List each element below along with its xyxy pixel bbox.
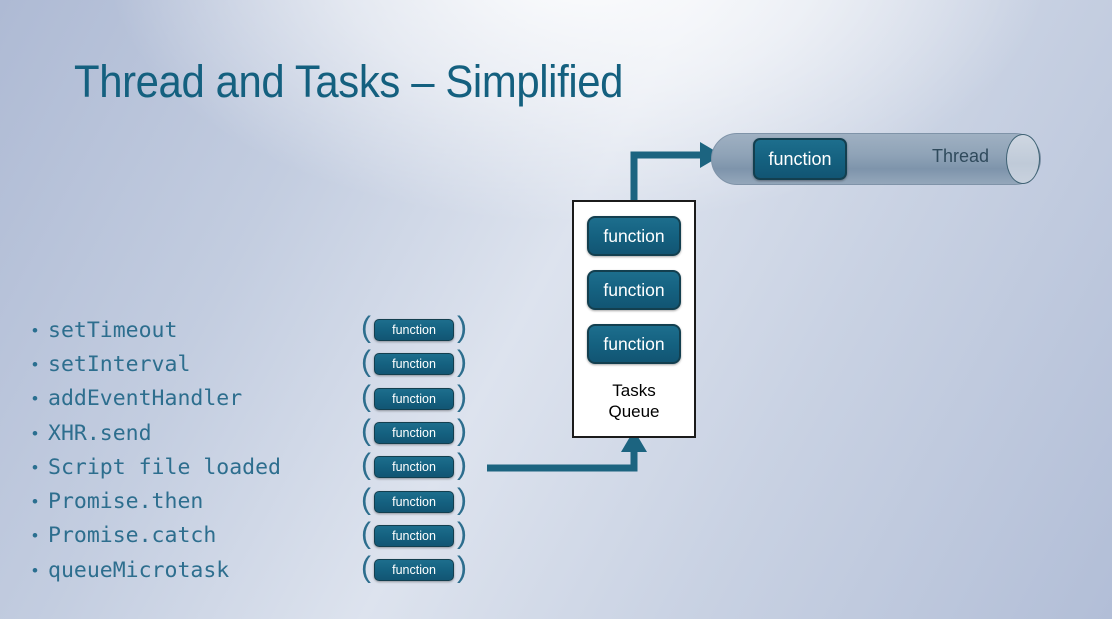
- list-item: • queueMicrotask ( function ): [32, 553, 502, 587]
- function-chip: function: [374, 387, 454, 410]
- list-item: • Script file loaded ( function ): [32, 450, 502, 484]
- function-chip: function: [374, 559, 454, 582]
- tasks-queue-label: Tasks Queue: [608, 380, 659, 423]
- list-item-label: addEventHandler: [48, 386, 243, 412]
- queue-task-chip: function: [587, 270, 681, 310]
- bullet-list: • setTimeout ( function ) • setInterval …: [32, 313, 502, 587]
- list-item-label: queueMicrotask: [48, 557, 230, 583]
- event-to-queue-arrow-line: [487, 452, 638, 472]
- function-chip: function: [374, 319, 454, 342]
- list-item: • XHR.send ( function ): [32, 416, 502, 450]
- list-item: • Promise.then ( function ): [32, 484, 502, 518]
- list-item-label: Promise.catch: [48, 523, 217, 549]
- open-paren: (: [361, 311, 371, 345]
- queue-to-thread-arrow-line: [630, 151, 700, 200]
- tasks-queue-box: function function function Tasks Queue: [572, 200, 696, 438]
- close-paren: ): [457, 516, 467, 550]
- function-chip: function: [374, 422, 454, 445]
- bullet-marker: •: [32, 423, 38, 443]
- list-item: • setTimeout ( function ): [32, 313, 502, 347]
- bullet-marker: •: [32, 560, 38, 580]
- close-paren: ): [457, 311, 467, 345]
- bullet-marker: •: [32, 320, 38, 340]
- close-paren: ): [457, 345, 467, 379]
- page-title: Thread and Tasks – Simplified: [74, 56, 624, 107]
- close-paren: ): [457, 414, 467, 448]
- thread-label: Thread: [931, 146, 989, 166]
- open-paren: (: [361, 379, 371, 413]
- close-paren: ): [457, 379, 467, 413]
- bullet-marker: •: [32, 492, 38, 512]
- open-paren: (: [361, 448, 371, 482]
- list-item-label: XHR.send: [48, 420, 152, 446]
- list-item-label: Script file loaded: [48, 454, 281, 480]
- bullet-marker: •: [32, 526, 38, 546]
- queue-task-chip: function: [587, 216, 681, 256]
- close-paren: ): [457, 482, 467, 516]
- list-item: • Promise.catch ( function ): [32, 516, 502, 553]
- close-paren: ): [457, 551, 467, 585]
- function-chip: function: [374, 353, 454, 376]
- list-item: • setInterval ( function ): [32, 347, 502, 381]
- bullet-marker: •: [32, 354, 38, 374]
- thread-end-cap: [1006, 134, 1040, 184]
- function-chip: function: [374, 524, 454, 547]
- list-item-label: setInterval: [48, 351, 191, 377]
- open-paren: (: [361, 345, 371, 379]
- list-item-label: setTimeout: [48, 317, 178, 343]
- list-item-label: Promise.then: [48, 489, 204, 515]
- open-paren: (: [361, 414, 371, 448]
- close-paren: ): [457, 448, 467, 482]
- thread-cylinder: function Thread: [711, 133, 1041, 185]
- bullet-marker: •: [32, 457, 38, 477]
- function-chip: function: [374, 490, 454, 513]
- function-chip: function: [374, 456, 454, 479]
- list-item: • addEventHandler ( function ): [32, 379, 502, 416]
- bullet-marker: •: [32, 389, 38, 409]
- tasks-queue-label-line1: Tasks: [612, 381, 656, 400]
- open-paren: (: [361, 516, 371, 550]
- queue-task-chip: function: [587, 324, 681, 364]
- thread-running-function-chip: function: [753, 138, 847, 180]
- open-paren: (: [361, 551, 371, 585]
- open-paren: (: [361, 482, 371, 516]
- tasks-queue-label-line2: Queue: [608, 402, 660, 422]
